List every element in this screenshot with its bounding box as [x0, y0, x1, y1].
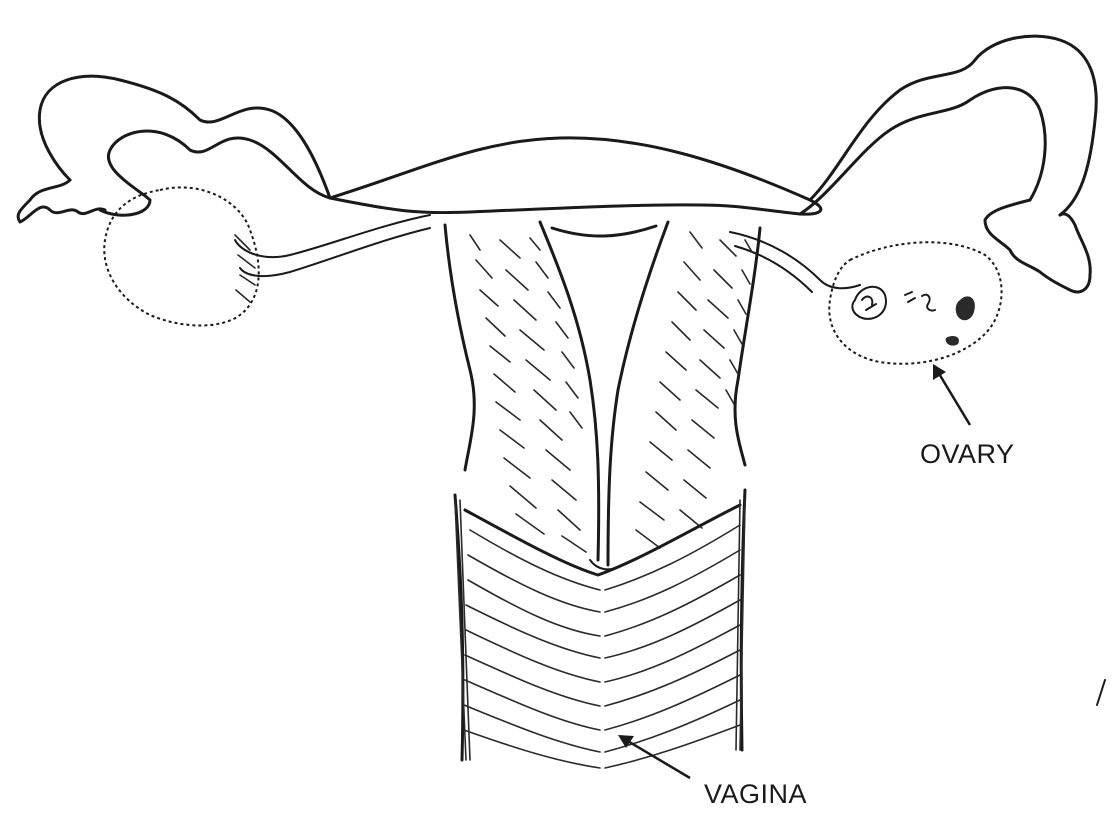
- left-myometrium-texture: [470, 235, 586, 552]
- left-ovary: [104, 187, 258, 325]
- ovary-callout: OVARY: [920, 364, 1015, 469]
- vagina-label: VAGINA: [704, 779, 807, 809]
- ovary-arrow-line: [938, 372, 970, 425]
- right-ovary: [829, 242, 1001, 364]
- uterus-body: [330, 138, 821, 214]
- ovary-arrow-head: [933, 364, 946, 380]
- vagina-arrow-head: [618, 735, 634, 748]
- vagina-callout: VAGINA: [618, 735, 807, 809]
- left-fallopian-tube: [18, 76, 430, 276]
- ovary-label: OVARY: [920, 439, 1015, 469]
- edge-mark: [1097, 680, 1105, 705]
- vagina-arrow-line: [626, 740, 690, 778]
- uterine-walls: [445, 222, 760, 569]
- right-fallopian-tube: [730, 36, 1096, 292]
- right-myometrium-texture: [636, 232, 752, 548]
